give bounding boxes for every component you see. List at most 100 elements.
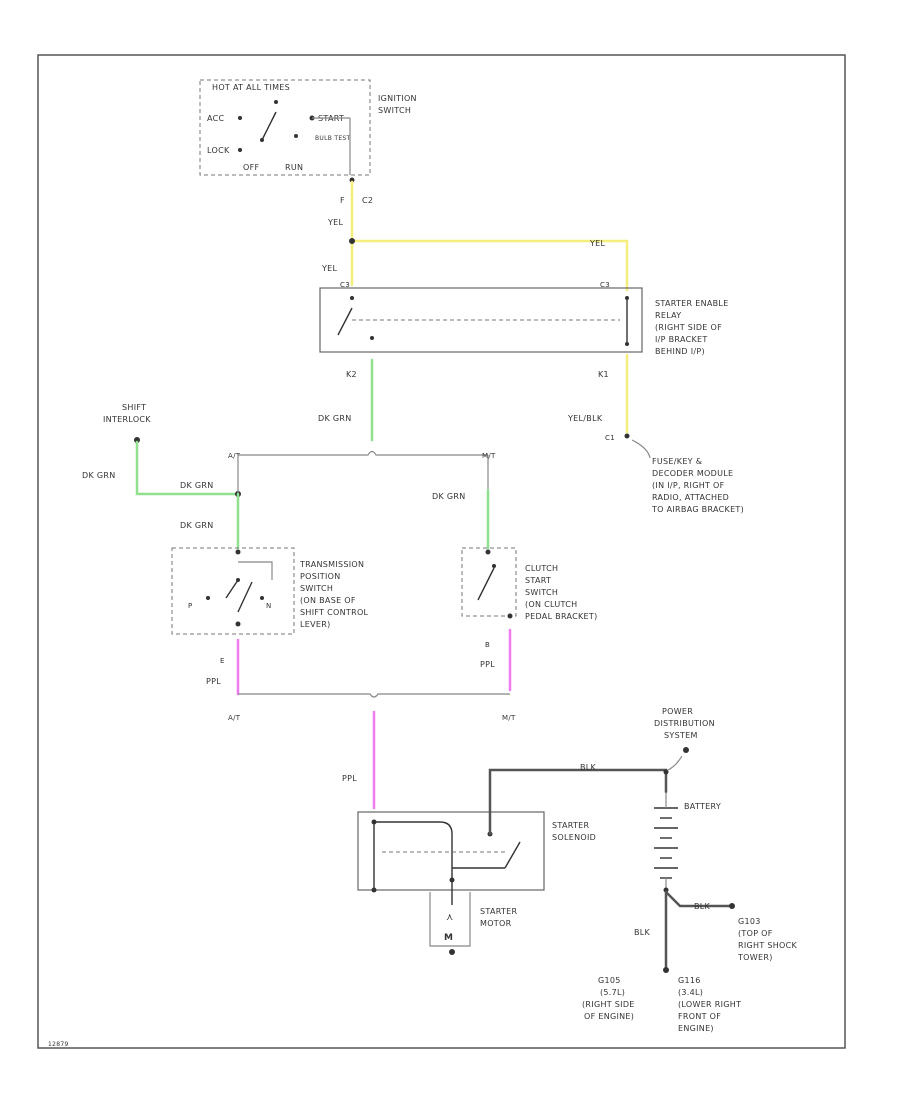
off-label: OFF: [243, 163, 259, 172]
fuse-block: C1 FUSE/KEY & DECODER MODULE (IN I/P, RI…: [605, 433, 744, 514]
yel-label-3: YEL: [589, 239, 606, 248]
g103-3: RIGHT SHOCK: [738, 941, 798, 950]
g105-1: G105: [598, 976, 621, 985]
g103-desc: G103 (TOP OF RIGHT SHOCK TOWER): [737, 917, 800, 962]
g116-2: (3.4L): [678, 988, 703, 997]
at-bottom-label: A/T: [228, 714, 241, 722]
clutch-desc-1: CLUTCH: [525, 564, 558, 573]
mt-bottom-label: M/T: [502, 714, 516, 722]
tps-blade-2: [237, 581, 253, 613]
motor-desc-1: STARTER: [480, 907, 518, 916]
clutch-desc-2: START: [525, 576, 551, 585]
ignition-output-terminal: [349, 177, 355, 183]
ppl-at-label: PPL: [206, 677, 221, 686]
battery-label: BATTERY: [684, 802, 721, 811]
lock-label: LOCK: [207, 146, 230, 155]
tps-desc-5: SHIFT CONTROL: [300, 608, 369, 617]
fuse-block-terminal: [624, 433, 630, 439]
relay-pin-k2: K2: [346, 370, 357, 379]
tps-contact-c: [260, 596, 264, 600]
run-label: RUN: [285, 163, 303, 172]
clutch-box: [461, 547, 517, 617]
solenoid-coil-lead: [374, 821, 453, 878]
yellow-circuit: YEL YEL YEL YEL/BLK: [321, 180, 629, 434]
tps-desc-2: POSITION: [300, 572, 341, 581]
tps-desc-3: SWITCH: [300, 584, 333, 593]
battery-circuit: BLK POWER DISTRIBUTION SYSTEM BATTERY BL…: [488, 707, 800, 1033]
tps-bracket: [238, 561, 273, 580]
ignition-switch-blade: [261, 111, 277, 141]
battery-positive-terminal: [663, 769, 669, 775]
dkgrn-at2-label: DK GRN: [180, 521, 214, 530]
ignition-switch: HOT AT ALL TIMES ACC LOCK START BULB TES…: [199, 79, 417, 205]
ignition-contact-top: [274, 100, 278, 104]
relay-pin-right: C3: [600, 281, 610, 289]
starter-motor: ⋏ M STARTER MOTOR: [429, 880, 520, 955]
shift-interlock-1: SHIFT: [122, 403, 146, 412]
relay-box: [319, 287, 643, 353]
tps-p-label: P: [188, 602, 193, 610]
transmission-position-switch: P N TRANSMISSION POSITION SWITCH (ON BAS…: [171, 547, 369, 665]
relay-desc-1: STARTER ENABLE: [655, 299, 729, 308]
ignition-contact-run: [294, 134, 298, 138]
blk-top-label: BLK: [580, 763, 597, 772]
battery-negative-terminal: [663, 887, 669, 893]
clutch-contact: [492, 564, 496, 568]
ignition-switch-name-2: SWITCH: [378, 106, 411, 115]
ignition-contact-lock: [238, 148, 242, 152]
motor-m: M: [444, 933, 453, 943]
dkgrn-shift-label: DK GRN: [82, 471, 116, 480]
relay-pin-left: C3: [340, 281, 350, 289]
shift-interlock-terminal: [134, 437, 140, 443]
yel-splice: [349, 238, 355, 244]
relay-desc: STARTER ENABLE RELAY (RIGHT SIDE OF I/P …: [655, 299, 731, 356]
g116-1: G116: [678, 976, 701, 985]
g116-3: (LOWER RIGHT: [678, 1000, 741, 1009]
relay-coil-bottom: [625, 342, 629, 346]
clutch-desc-3: SWITCH: [525, 588, 558, 597]
mt-top-label: M/T: [482, 452, 496, 460]
starter-enable-relay: C3 C3 K2 K1 STARTER ENABLE RELAY (RIGHT …: [319, 281, 731, 379]
ground-bottom-terminal: [663, 967, 669, 973]
yelblk-label: YEL/BLK: [567, 414, 603, 423]
power-dist-leader: [667, 755, 683, 771]
g105-4: OF ENGINE): [584, 1012, 634, 1021]
tps-desc-6: LEVER): [300, 620, 331, 629]
shift-interlock-label: SHIFT INTERLOCK: [103, 403, 151, 424]
wire-branch-bus: [238, 450, 488, 456]
shift-interlock-2: INTERLOCK: [103, 415, 151, 424]
relay-desc-3: (RIGHT SIDE OF: [655, 323, 722, 332]
power-dist-1: POWER: [662, 707, 693, 716]
tps-box: [171, 547, 295, 635]
yel-label-1: YEL: [327, 218, 344, 227]
fuse-block-connector: C1: [605, 434, 615, 442]
clutch-desc-5: PEDAL BRACKET): [525, 612, 598, 621]
power-dist-2: DISTRIBUTION: [654, 719, 715, 728]
diagram-frame: [37, 54, 846, 1049]
ignition-switch-box: [199, 79, 371, 176]
g105-2: (5.7L): [600, 988, 625, 997]
fuse-block-desc-4: RADIO, ATTACHED: [652, 493, 729, 502]
dkgrn-main-label: DK GRN: [318, 414, 352, 423]
power-dist-desc: POWER DISTRIBUTION SYSTEM: [654, 707, 718, 740]
blk-ground-label: BLK: [694, 902, 711, 911]
g116-5: ENGINE): [678, 1024, 714, 1033]
corner-code: 12879: [48, 1041, 69, 1048]
tps-terminal-bottom: [235, 621, 241, 627]
g105-desc: G105 (5.7L) (RIGHT SIDE OF ENGINE): [582, 976, 637, 1021]
power-dist-3: SYSTEM: [664, 731, 698, 740]
motor-housing: [429, 892, 471, 947]
wire-bottom-bus: [238, 693, 510, 698]
at-top-label: A/T: [228, 452, 241, 460]
g103-terminal: [729, 903, 735, 909]
tps-n-label: N: [266, 602, 272, 610]
acc-label: ACC: [207, 114, 225, 123]
fuse-block-desc: FUSE/KEY & DECODER MODULE (IN I/P, RIGHT…: [651, 457, 744, 514]
tps-terminal-top: [235, 549, 241, 555]
clutch-pin: B: [485, 641, 490, 649]
clutch-blade: [477, 567, 495, 601]
clutch-start-switch: CLUTCH START SWITCH (ON CLUTCH PEDAL BRA…: [461, 547, 598, 649]
motor-desc: STARTER MOTOR: [480, 907, 520, 928]
yel-label-2: YEL: [321, 264, 338, 273]
